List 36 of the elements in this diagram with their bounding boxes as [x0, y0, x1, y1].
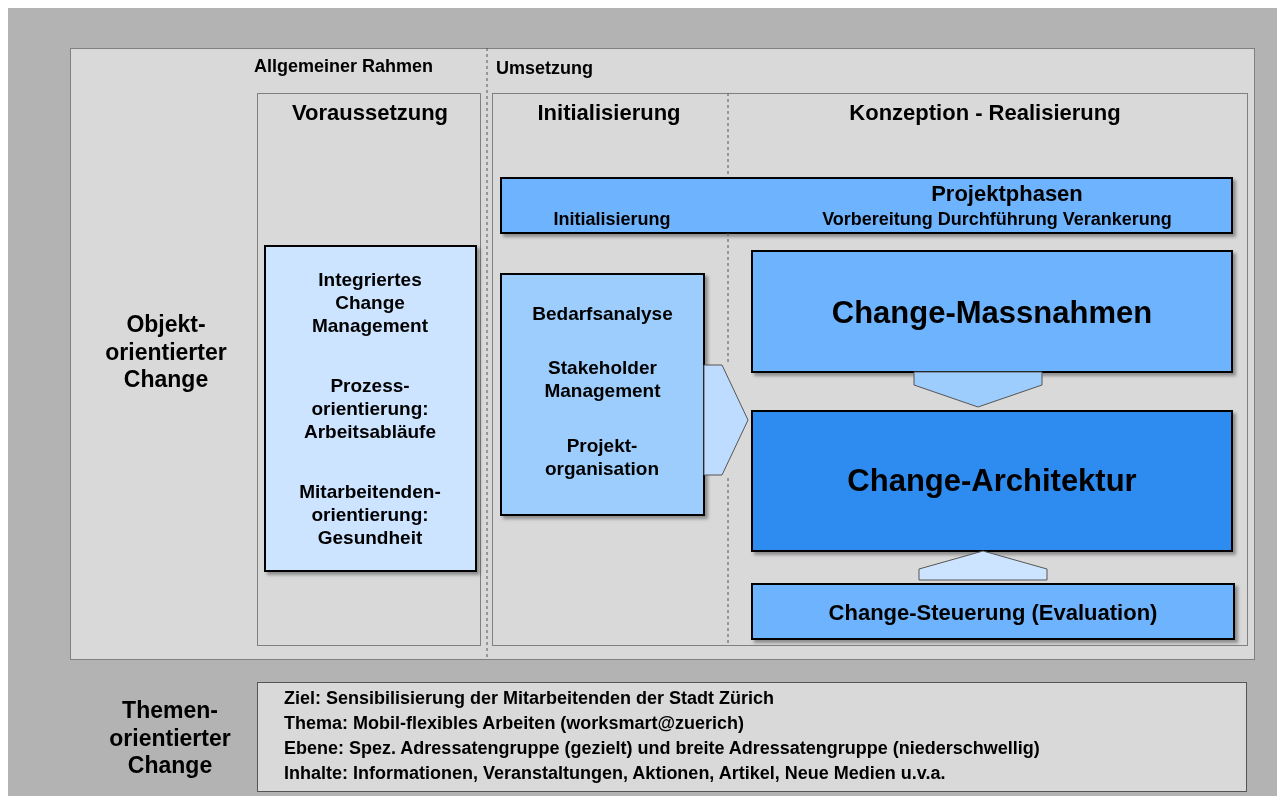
text-box: [264, 245, 477, 572]
text-line: Ebene: Spez. Adressatengruppe (gezielt) und breite Adressatengruppe (niederschwellig): [284, 738, 1040, 760]
block-arrow: [703, 364, 749, 476]
phase-text: Initialisierung: [552, 209, 672, 231]
box-text: Integriertes Change Management: [310, 269, 430, 338]
box-text: Mitarbeitenden- orientierung: Gesundheit: [298, 481, 442, 550]
section-panel: [70, 48, 1255, 660]
box-text: Prozess- orientierung: Arbeitsabläufe: [303, 375, 437, 444]
column-group-heading: Umsetzung: [496, 58, 593, 79]
section-heading: Objekt- orientierter Change: [104, 311, 228, 394]
box-title: Change-Steuerung (Evaluation): [827, 600, 1159, 627]
phase-bar: [500, 177, 1233, 234]
box-text: Projekt- organisation: [544, 435, 660, 481]
box-text: Bedarfsanalyse: [531, 303, 674, 326]
phase-text: Projektphasen: [930, 181, 1084, 208]
column-panel: [257, 93, 481, 646]
column-panel: [492, 93, 1248, 646]
box-title: Change-Architektur: [846, 462, 1138, 500]
column-heading: Konzeption - Realisierung: [848, 100, 1122, 127]
text-box: [257, 682, 1247, 792]
text-line: Ziel: Sensibilisierung der Mitarbeitenden der Stadt Zürich: [284, 688, 775, 710]
block-arrow: [913, 371, 1043, 408]
side-heading: Themen- orientierter Change: [108, 697, 232, 780]
text-line: Inhalte: Informationen, Veranstaltungen, Aktionen, Artikel, Neue Medien u.v.a.: [284, 763, 946, 785]
block-arrow: [918, 550, 1048, 581]
column-heading: Voraussetzung: [290, 100, 450, 127]
column-group-heading: Allgemeiner Rahmen: [254, 56, 434, 77]
process-box: [751, 250, 1233, 373]
box-title: Change-Massnahmen: [830, 294, 1154, 332]
text-box: [500, 273, 705, 516]
box-text: Stakeholder Management: [543, 357, 662, 403]
process-box: [751, 410, 1233, 552]
phase-text: Vorbereitung Durchführung Verankerung: [821, 209, 1173, 231]
process-box: [751, 583, 1235, 640]
text-line: Thema: Mobil-flexibles Arbeiten (worksmart@zuerich): [284, 713, 744, 735]
column-heading: Initialisierung: [536, 100, 682, 127]
